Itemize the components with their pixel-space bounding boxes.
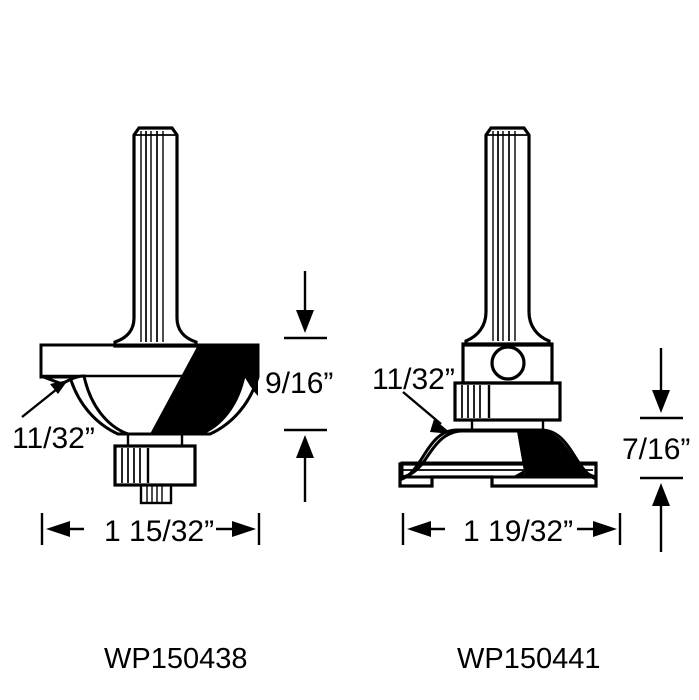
bit-left-group [21,126,327,545]
left-height-dimension [284,271,327,502]
left-carbide-wing [150,345,258,434]
right-bearing-housing [461,342,554,385]
left-shank [113,126,198,348]
bit-right-group [398,126,683,552]
left-width-dimension [40,513,261,545]
left-width-label: 1 15/32” [104,515,214,548]
right-width-label: 1 19/32” [463,515,573,548]
left-bearing-nut [113,444,197,505]
right-width-dimension [401,513,622,545]
right-height-dimension [640,348,683,552]
left-profile-label: 11/32” [12,422,95,455]
right-collar-nut [453,381,562,422]
right-part-number: WP150441 [457,643,601,675]
right-profile-label: 11/32” [372,363,455,396]
left-profile-leader [21,380,68,418]
left-height-label: 9/16” [265,367,333,400]
right-profile-leader [402,391,452,434]
right-shank [464,126,551,347]
left-part-number: WP150438 [104,643,248,675]
right-height-label: 7/16” [622,433,690,466]
right-base-plate [398,462,598,488]
